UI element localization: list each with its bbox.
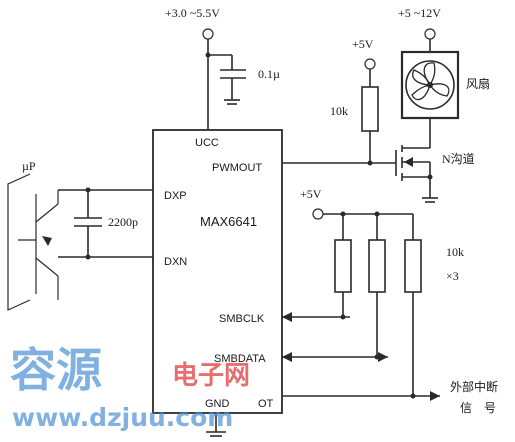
n-channel-mosfet: N沟道	[395, 145, 475, 181]
filter-capacitor: 2200p	[74, 190, 138, 257]
pin-dxn: DXN	[164, 256, 187, 268]
fan-supply-terminal: +5 ~12V	[398, 6, 441, 40]
pullup-resistor-2	[368, 239, 386, 293]
pullup-resistor-label: 10k	[446, 245, 464, 259]
external-interrupt-label-line2: 信 号	[460, 401, 496, 415]
filter-cap-label: 2200p	[108, 215, 138, 229]
pullup-resistor-3	[404, 239, 422, 293]
pin-gnd: GND	[205, 398, 230, 410]
pin-vcc: UCC	[195, 137, 219, 149]
fan-icon	[400, 50, 460, 120]
gate-resistor	[361, 86, 379, 132]
decoupling-capacitor: 0.1µ	[208, 54, 280, 105]
pin-smbclk: SMBCLK	[219, 313, 265, 325]
pin-smbdata: SMBDATA	[214, 353, 266, 365]
chip-ground	[206, 413, 226, 437]
chip-name: MAX6641	[200, 214, 257, 229]
watermark-url: www.dzjuu.com	[12, 403, 233, 432]
external-interrupt-label-line1: 外部中断	[450, 379, 498, 394]
watermark: 容源 电子网 www.dzjuu.com	[10, 343, 250, 432]
pullup-resistor-count: ×3	[446, 269, 459, 283]
fan-supply-label: +5 ~12V	[398, 6, 441, 20]
decoupling-cap-label: 0.1µ	[258, 67, 280, 81]
gate-pullup-supply: +5V	[352, 37, 376, 70]
main-supply-terminal: +3.0 ~5.5V	[165, 6, 220, 40]
fan-label: 风扇	[466, 76, 490, 91]
watermark-brand-sub: 电子网	[172, 361, 250, 391]
pin-pwmout: PWMOUT	[212, 162, 262, 174]
watermark-brand: 容源	[10, 343, 102, 397]
pullup-supply-label: +5V	[300, 187, 322, 201]
mcu-label: µP	[22, 159, 36, 173]
max6641-chip	[152, 129, 283, 414]
pin-ot: OT	[258, 398, 274, 410]
mosfet-label: N沟道	[442, 152, 475, 166]
microprocessor-thermal-diode: µP	[7, 159, 59, 311]
gate-resistor-label: 10k	[330, 104, 348, 118]
pullup-resistor-1	[334, 239, 352, 293]
pin-dxp: DXP	[164, 190, 187, 202]
mosfet-ground	[422, 197, 438, 203]
main-supply-label: +3.0 ~5.5V	[165, 6, 220, 20]
gate-supply-label: +5V	[352, 37, 374, 51]
pullup-supply-terminal: +5V	[300, 187, 324, 220]
